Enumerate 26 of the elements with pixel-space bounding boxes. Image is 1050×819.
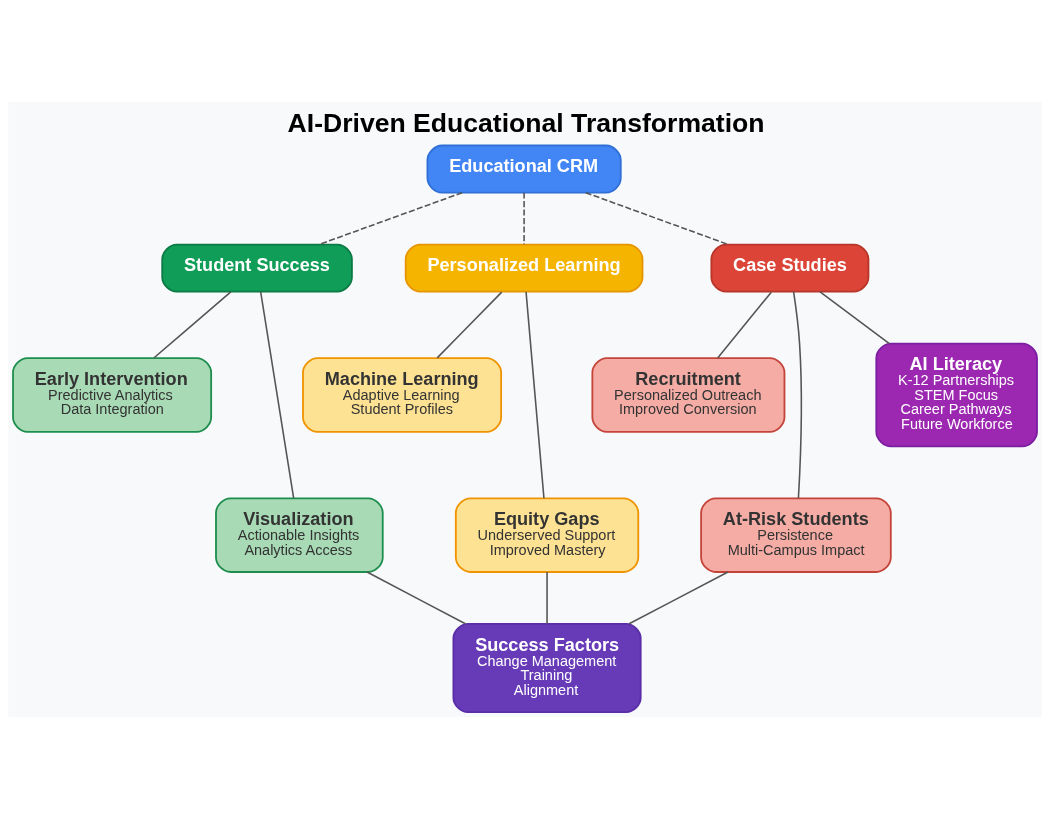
connector [318,191,463,246]
connector [716,291,773,359]
node-box: Success Factors Change Management Training Alignment [452,623,642,714]
connector [366,571,467,625]
node-box: AI Literacy K-12 Partnerships STEM Focus Career Pathways Future Workforce [875,342,1038,448]
connector [584,191,729,246]
diagram-title: AI-Driven Educational Transformation [287,107,765,138]
connector [546,571,548,625]
connector [819,291,891,345]
node-box: Machine Learning Adaptive Learning Student Profiles [302,357,503,433]
connector [153,291,232,359]
connector [523,191,525,246]
node-box: Recruitment Personalized Outreach Improved Conversion [591,357,786,433]
node-box: Visualization Actionable Insights Analytics Access [215,497,384,573]
connector [525,291,545,499]
node-box: Case Studies [710,243,870,293]
connector [436,291,503,359]
node-box: Personalized Learning [404,243,644,293]
node-box: Student Success [161,243,353,293]
node-box: Early Intervention Predictive Analytics Data Integration [12,357,213,433]
connector [259,291,295,499]
node-box: Equity Gaps Underserved Support Improved Mastery [454,497,640,573]
node-box: Educational CRM [426,144,622,194]
node-box: At-Risk Students Persistence Multi-Campus Impact [700,497,892,573]
connector [628,571,729,625]
connector [792,290,803,499]
